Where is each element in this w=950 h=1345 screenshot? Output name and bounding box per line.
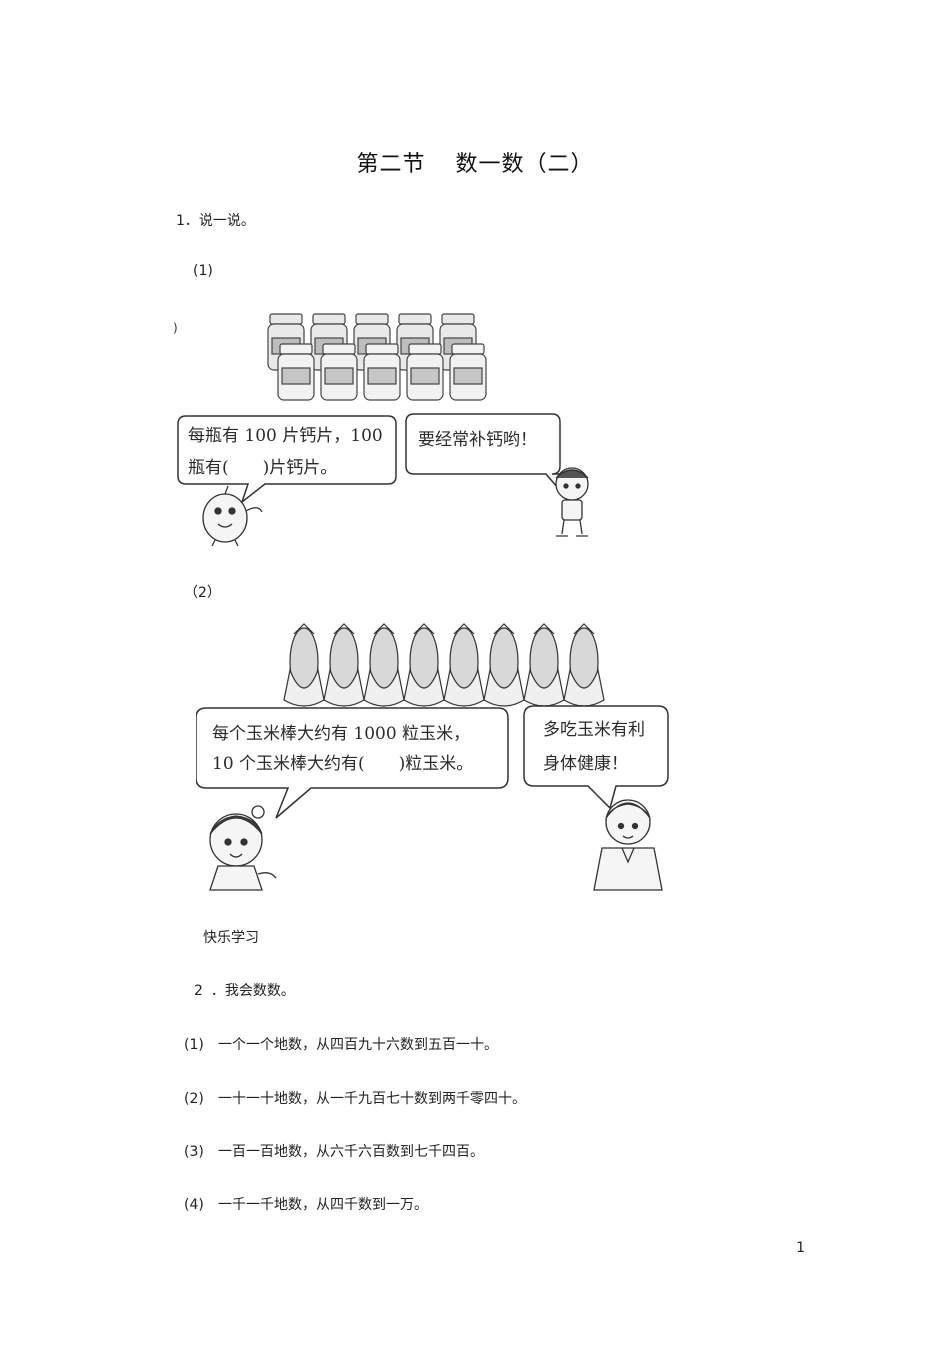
boy-character-2 — [593, 799, 663, 891]
list-item: (2) 一十一十地数，从一千九百七十数到两千零四十。 — [184, 1088, 526, 1108]
boy-character-1 — [555, 467, 589, 537]
bubble-left-1-line1: 每瓶有 100 片钙片，100 — [188, 426, 383, 446]
question-1-sub2-label: （2） — [184, 585, 221, 601]
speech-bubble-left-1 — [177, 415, 397, 505]
list-item: (3) 一百一百地数，从六千六百数到七千四百。 — [184, 1141, 484, 1161]
bubble-right-2-line2: 身体健康！ — [543, 754, 628, 774]
question-1-heading: 1．说一说。 — [176, 213, 255, 229]
list-item-number: (4) — [184, 1197, 204, 1213]
bottle-row-front — [277, 343, 487, 401]
question-2-number: 2 — [194, 983, 203, 999]
calcium-bottles-illustration: ) — [173, 313, 589, 547]
list-item-number: (2) — [184, 1091, 204, 1107]
bubble-right-1-text: 要经常补钙哟！ — [418, 430, 537, 450]
list-item: (1) 一个一个地数，从四百九十六数到五百一十。 — [184, 1034, 498, 1054]
bubble-left-2-line1: 每个玉米棒大约有 1000 粒玉米， — [212, 724, 471, 744]
bubble-left-1-line2: 瓶有( )片钙片。 — [188, 458, 338, 478]
list-item-number: (1) — [184, 1037, 204, 1053]
corn-row — [283, 623, 605, 707]
list-item-text: 一个一个地数，从四百九十六数到五百一十。 — [218, 1037, 498, 1053]
list-item-text: 一百一百地数，从六千六百数到七千四百。 — [218, 1144, 484, 1160]
question-2-heading: 2 ．我会数数。 — [194, 980, 295, 1000]
corn-cobs-illustration — [196, 623, 669, 891]
question-2-title: ．我会数数。 — [210, 983, 295, 999]
girl-character — [209, 805, 277, 891]
question-1-sub1-label: (1) — [193, 263, 213, 279]
speech-bubble-left-2 — [196, 707, 509, 819]
title-part2: 数一数（二） — [455, 152, 594, 177]
bubble-right-2-line1: 多吃玉米有利 — [543, 720, 645, 740]
page-number: 1 — [796, 1240, 805, 1256]
speech-bubble-right-2 — [523, 705, 669, 810]
page-title: 第二节 数一数（二） — [0, 146, 950, 178]
svg-text:): ) — [173, 321, 178, 335]
title-part1: 第二节 — [356, 152, 426, 177]
pear-character — [202, 485, 263, 547]
list-item-text: 一千一千地数，从四千数到一万。 — [218, 1197, 428, 1213]
list-item-number: (3) — [184, 1144, 204, 1160]
bubble-left-2-line2: 10 个玉米棒大约有( )粒玉米。 — [212, 754, 474, 774]
list-item: (4) 一千一千地数，从四千数到一万。 — [184, 1194, 428, 1214]
section-label: 快乐学习 — [203, 930, 259, 946]
list-item-text: 一十一十地数，从一千九百七十数到两千零四十。 — [218, 1091, 526, 1107]
